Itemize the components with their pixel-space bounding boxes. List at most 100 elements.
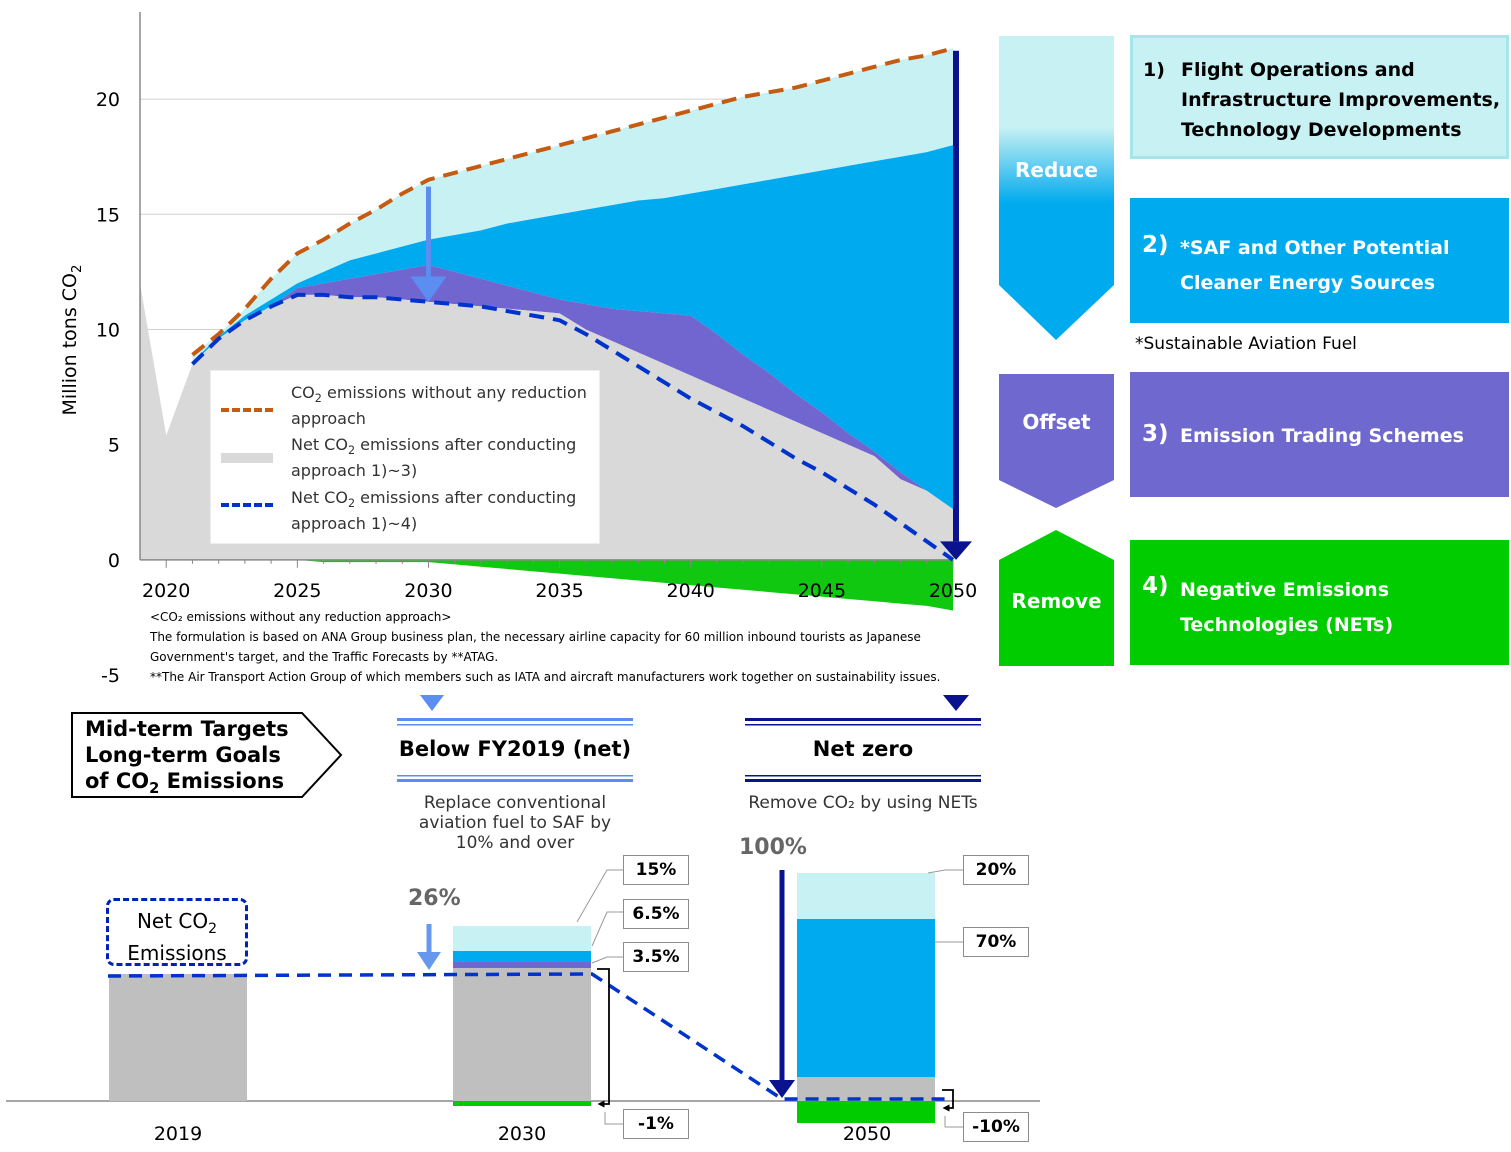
legend-swatch-net-1-4 (221, 503, 273, 507)
bar-2050-net (797, 1077, 935, 1101)
chart-notes: <CO₂ emissions without any reduction app… (150, 607, 940, 687)
x-tick-label: 2050 (929, 580, 977, 602)
approach-number: 1) (1143, 59, 1165, 81)
bar-2050-flight-ops (797, 873, 935, 919)
y-tick-label: 5 (108, 435, 120, 457)
remove-label: Remove (1011, 589, 1102, 613)
target-banner-line (745, 779, 981, 782)
offset-arrow (999, 374, 1114, 508)
reduction-100-label: 100% (739, 835, 807, 860)
bar-2030-saf (453, 951, 591, 962)
year-2030-label: 2030 (497, 1123, 547, 1145)
target-banner-line (397, 779, 633, 782)
target-2030-marker (420, 695, 444, 711)
pct-2050-saf: 70% (963, 927, 1029, 957)
note-line: Government's target, and the Traffic For… (150, 650, 499, 664)
x-tick-label: 2035 (535, 580, 583, 602)
target-banner-line (745, 718, 981, 721)
legend-item-net-1-3: Net CO2 emissions after conducting appro… (291, 435, 577, 481)
x-tick-label: 2025 (273, 580, 321, 602)
target-banner-line (745, 724, 981, 726)
legend-item-net-1-4: Net CO2 emissions after conducting appro… (291, 488, 577, 534)
note-line: <CO₂ emissions without any reduction app… (150, 610, 452, 624)
approach-box-3: 3) Emission Trading Schemes (1130, 372, 1509, 497)
y-tick-label: 15 (96, 204, 120, 226)
legend-swatch-net-1-3 (221, 453, 273, 463)
remove-arrow (999, 530, 1114, 666)
reduction-arrowhead-26 (417, 952, 441, 970)
x-tick-label: 2040 (667, 580, 715, 602)
target-2050-marker (943, 695, 969, 711)
bracket-2030 (597, 968, 610, 1108)
legend-item-no-reduction: CO2 emissions without any reduction appr… (291, 383, 587, 429)
reduction-arrowhead-100 (769, 1080, 795, 1098)
target-banner-line (397, 718, 633, 721)
net-emissions-label: Net CO2 Emissions (106, 898, 248, 966)
bar-2019 (109, 974, 247, 1101)
year-2019-label: 2019 (153, 1123, 203, 1145)
leader-line (927, 869, 963, 874)
bar-2030-nets (453, 1101, 591, 1106)
approach-number: 4) (1142, 573, 1169, 599)
pct-2030-saf: 6.5% (623, 899, 689, 929)
x-tick-label: 2020 (142, 580, 190, 602)
area-trading (192, 264, 954, 510)
leader-line (576, 869, 623, 923)
legend: CO2 emissions without any reduction appr… (210, 370, 600, 544)
reduction-arrowhead-2030 (410, 276, 447, 302)
approach-number: 3) (1142, 421, 1169, 447)
area-saf (192, 145, 954, 510)
saf-footnote: *Sustainable Aviation Fuel (1135, 334, 1357, 354)
line-net-1-4 (191, 292, 955, 562)
pct-2030-flight-ops: 15% (623, 855, 689, 885)
reduction-26-label: 26% (408, 886, 461, 911)
reduce-arrow (999, 36, 1114, 340)
bar-2050-nets (797, 1101, 935, 1123)
y-tick-label: -5 (101, 665, 120, 687)
target-banner-line (397, 724, 633, 726)
targets-title: Mid-term Targets Long-term Goals of CO2 … (85, 717, 289, 798)
y-tick-label: 10 (96, 319, 120, 341)
target-banner-line (745, 775, 981, 777)
leader-line (944, 1116, 963, 1128)
target-2050-description: Remove CO₂ by using NETs (748, 793, 978, 813)
y-tick-label: 0 (108, 550, 120, 572)
pct-2050-nets: -10% (963, 1112, 1029, 1142)
net-emissions-trend (107, 972, 946, 1101)
area-flight-ops (192, 48, 954, 362)
pct-2030-trading: 3.5% (623, 942, 689, 972)
legend-swatch-no-reduction (221, 408, 273, 412)
approach-text: Emission Trading Schemes (1180, 425, 1464, 447)
bar-2030-flight-ops (453, 926, 591, 951)
bar-2050-saf (797, 919, 935, 1077)
year-2050-label: 2050 (842, 1123, 892, 1145)
note-line: The formulation is based on ANA Group bu… (150, 630, 921, 644)
note-line: **The Air Transport Action Group of whic… (150, 670, 941, 684)
target-2050: Net zero (812, 737, 914, 761)
reduction-arrowhead-2050 (940, 541, 972, 560)
x-tick-label: 2030 (404, 580, 452, 602)
pct-2050-flight-ops: 20% (963, 855, 1029, 885)
leader-line (604, 1112, 623, 1125)
offset-label: Offset (1022, 410, 1091, 434)
targets-title-box (71, 712, 343, 798)
approach-number: 2) (1142, 232, 1169, 258)
bar-2030-net (453, 968, 591, 1101)
pct-2030-nets: -1% (623, 1109, 689, 1139)
bar-2030-trading (453, 962, 591, 968)
area-nets (140, 559, 953, 611)
line-no-reduction (191, 46, 954, 357)
bracket-2050 (942, 1089, 954, 1112)
target-banner-line (397, 775, 633, 777)
leader-line (591, 911, 623, 947)
y-tick-label: 20 (96, 89, 120, 111)
leader-line (591, 956, 623, 964)
x-tick-label: 2045 (798, 580, 846, 602)
